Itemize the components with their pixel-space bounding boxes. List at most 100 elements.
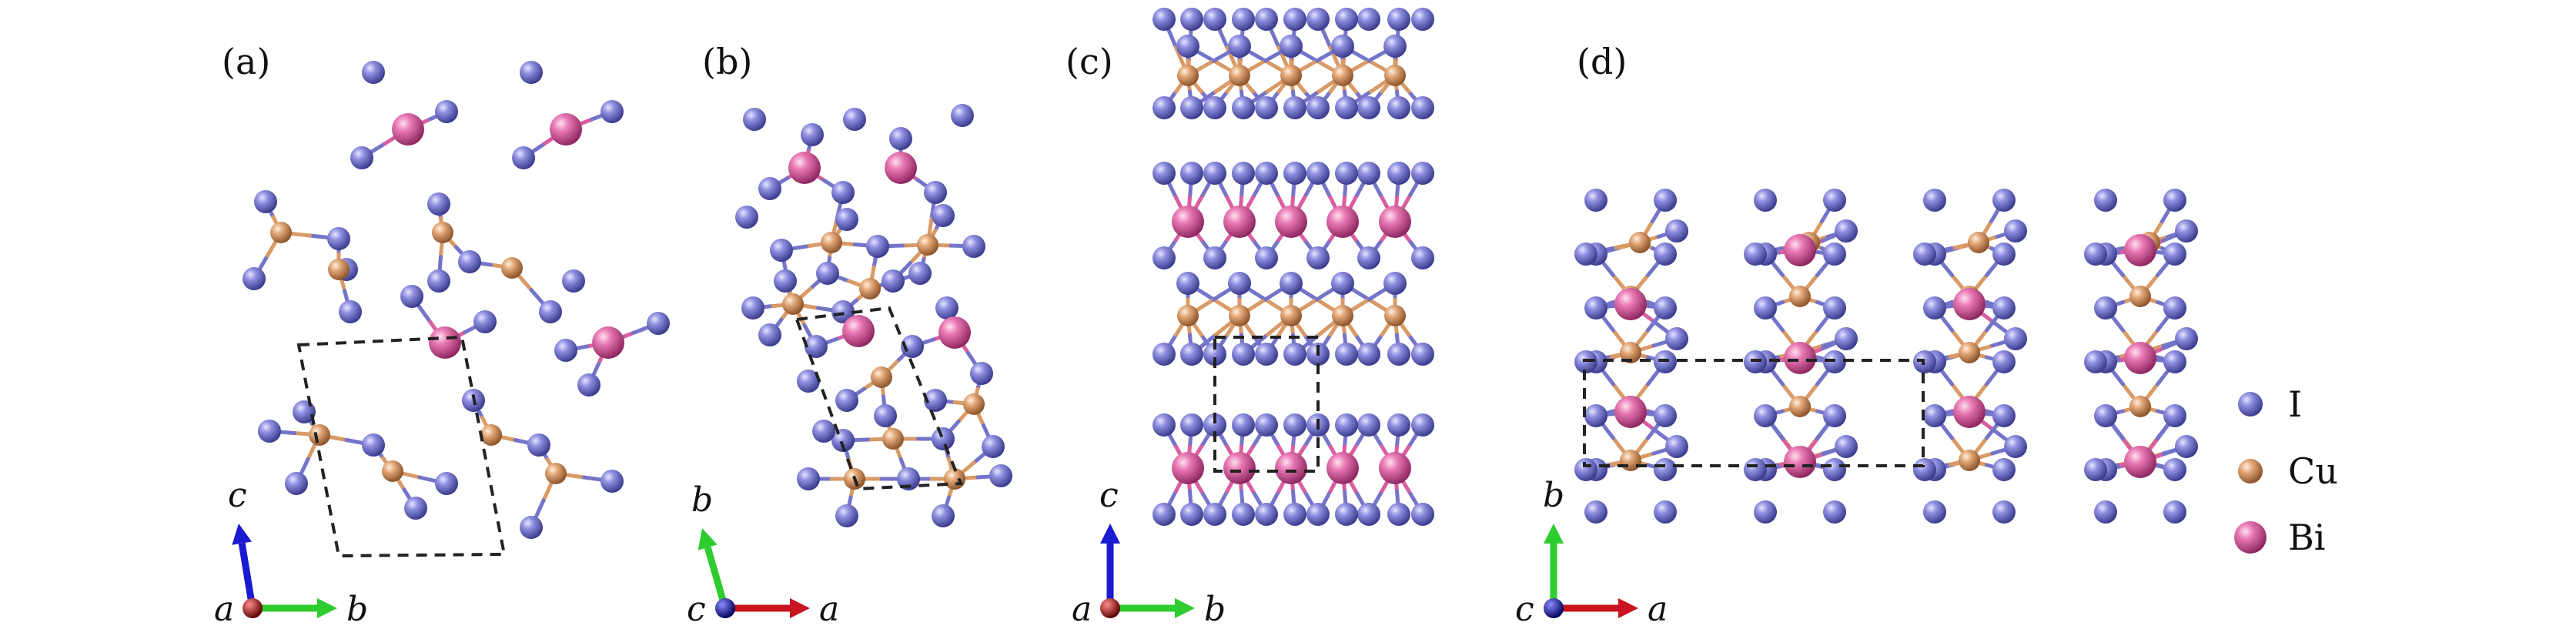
iodine-atom: [951, 104, 974, 127]
iodine-atom: [2175, 327, 2198, 350]
copper-atom: [917, 234, 938, 256]
bismuth-atom: [1784, 342, 1816, 374]
bismuth-atom: [1326, 206, 1359, 238]
bismuth-atom: [1784, 234, 1816, 266]
panel-b-axis-triad: cba: [687, 480, 839, 629]
iodine-atom: [962, 235, 985, 258]
iodine-atom: [1823, 458, 1846, 481]
iodine-atom: [527, 433, 550, 457]
iodine-atom: [1335, 96, 1358, 119]
iodine-atom: [2004, 435, 2027, 458]
iodine-atom: [1283, 96, 1306, 119]
axis-right-arrow-head: [1618, 598, 1638, 618]
iodine-atom: [1255, 96, 1278, 119]
iodine-atom: [1283, 162, 1306, 185]
iodine-atom: [1383, 272, 1407, 295]
panel-d-unit-cell: [1583, 359, 1925, 467]
panel-c: (c) acb: [1066, 8, 1434, 629]
iodine-atom: [835, 504, 858, 527]
iodine-atom: [835, 208, 858, 231]
copper-atom: [1384, 305, 1406, 326]
iodine-atom: [1153, 503, 1176, 526]
iodine-atom: [362, 61, 385, 84]
iodine-atom: [2175, 219, 2198, 243]
iodine-atom: [1584, 189, 1607, 212]
copper-atom: [1229, 305, 1250, 326]
iodine-atom: [1232, 503, 1255, 526]
axis-up-arrow: [1100, 524, 1120, 608]
axis-right-label: a: [819, 590, 839, 629]
iodine-atom: [554, 339, 577, 362]
iodine-atom: [1203, 96, 1226, 119]
iodine-atom: [350, 146, 373, 169]
axis-right-arrow-head: [1175, 598, 1195, 618]
iodine-atom: [989, 464, 1012, 487]
copper-atom: [1280, 305, 1302, 326]
copper-atom: [501, 257, 523, 279]
iodine-atom: [735, 206, 758, 229]
axis-origin-icon: [1100, 598, 1120, 618]
axis-origin-label: a: [1072, 590, 1092, 629]
iodine-atom: [562, 269, 585, 293]
axis-right-arrow: [253, 598, 337, 618]
iodine-atom: [1180, 162, 1203, 185]
copper-atom: [1384, 65, 1406, 86]
iodine-atom: [1383, 35, 1407, 58]
atoms: [1574, 189, 2198, 524]
copper-atom: [1332, 65, 1353, 86]
bismuth-atom: [1223, 206, 1256, 238]
iodine-atom: [812, 420, 835, 443]
panel-b: (b) cba: [687, 41, 1012, 629]
iodine-atom: [1654, 500, 1677, 524]
iodine-atom: [1387, 343, 1410, 366]
iodine-atom: [1153, 343, 1176, 366]
iodine-atom: [1180, 8, 1203, 31]
iodine-atom: [1823, 189, 1846, 212]
bismuth-atom: [1223, 452, 1256, 484]
iodine-atom: [1228, 272, 1251, 295]
iodine-atom: [1913, 243, 1936, 266]
iodine-atom: [1357, 343, 1380, 366]
iodine-atom: [1923, 189, 1946, 212]
iodine-atom: [908, 262, 932, 285]
copper-atom: [1280, 65, 1302, 86]
iodine-atom: [889, 127, 912, 150]
copper-atom: [328, 259, 350, 280]
iodine-atom: [362, 433, 385, 457]
iodine-atom: [831, 300, 855, 323]
bismuth-atom: [592, 326, 624, 359]
iodine-atom: [1823, 243, 1846, 266]
iodine-atom: [1306, 503, 1330, 526]
iodine-atom: [935, 296, 958, 320]
iodine-atom: [797, 467, 820, 490]
axis-right-arrow: [1110, 598, 1195, 618]
panel-d-axis-triad: cba: [1515, 476, 1668, 629]
axis-up-arrow-head: [1100, 524, 1120, 544]
iodine-atom: [1992, 458, 2016, 481]
bismuth-atom: [1275, 452, 1307, 484]
bismuth-atom: [1953, 288, 1986, 320]
legend-label-copper: Cu: [2288, 450, 2338, 492]
axis-up-label: c: [1099, 476, 1119, 515]
iodine-atom: [520, 516, 543, 539]
copper-atom: [782, 293, 804, 315]
iodine-atom: [1584, 500, 1607, 524]
iodine-atom: [1232, 8, 1255, 31]
iodine-atom: [2084, 243, 2107, 266]
iodine-atom: [1411, 246, 1434, 269]
copper-atom: [1177, 305, 1199, 326]
iodine-atom: [1335, 162, 1358, 185]
iodine-atom: [1153, 413, 1176, 437]
iodine-atom: [458, 250, 481, 273]
iodine-atom: [1357, 413, 1380, 437]
iodine-atom: [901, 335, 924, 358]
iodine-atom: [601, 470, 624, 493]
iodine-atom: [1283, 413, 1306, 437]
copper-atom: [382, 460, 403, 482]
copper-atom: [1789, 396, 1811, 417]
bismuth-atom: [938, 316, 971, 349]
copper-atom: [1332, 305, 1353, 326]
iodine-atom: [1335, 413, 1358, 437]
copper-atom: [1229, 65, 1250, 86]
iodine-atom: [835, 389, 858, 412]
